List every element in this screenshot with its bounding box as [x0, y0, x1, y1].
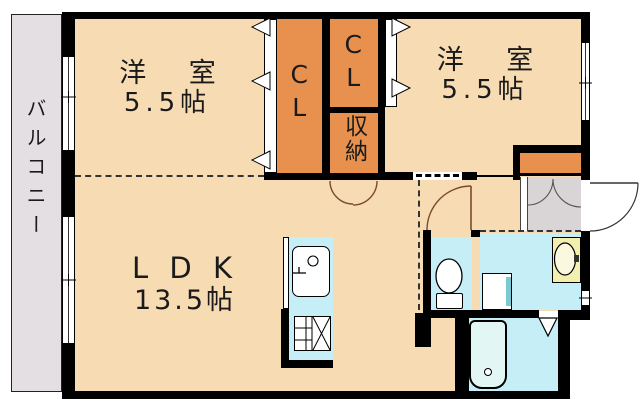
entrance-inner-door-panel	[520, 177, 528, 231]
bedroom2-size: 5.5帖	[441, 75, 529, 106]
entrance-area	[528, 177, 581, 231]
folding-door-icon	[391, 17, 412, 37]
dash-washroom-top	[480, 230, 581, 232]
balcony-label: バルコニー	[23, 98, 47, 243]
sink-faucet-icon	[293, 267, 306, 274]
wall-below-closet	[264, 173, 330, 180]
dash-bedroom1-ldk	[75, 175, 264, 177]
basin-faucet-icon	[574, 255, 579, 262]
storage-area	[330, 113, 378, 173]
wall-bedroom2-bottom	[513, 145, 590, 153]
wall-toilet-left	[423, 230, 431, 317]
wall-entrance-left	[513, 148, 520, 180]
wall-bathroom-right	[558, 318, 570, 399]
bathtub-icon	[469, 320, 507, 389]
wall-right	[581, 12, 590, 320]
wall-hall-b	[462, 172, 477, 180]
storage-door-arc	[329, 180, 354, 205]
toilet-icon	[435, 258, 463, 294]
folding-door-icon	[391, 78, 412, 98]
wall-kitchen	[281, 309, 289, 368]
wall-kitchen-bottom	[281, 360, 333, 368]
wall-closet-right	[378, 19, 385, 180]
bedroom2-label: 洋 室 5.5帖	[400, 45, 570, 106]
entry-swing-arc	[527, 178, 554, 206]
bedroom2-sliding-door	[413, 172, 462, 180]
wall-bathroom-left	[455, 313, 469, 399]
wall-bottom	[62, 391, 570, 399]
wall-below-toilet	[415, 313, 431, 347]
kitchen-sink-icon	[292, 246, 330, 297]
folding-door-icon	[250, 71, 271, 91]
wall-closet-divider	[322, 19, 330, 180]
wall-storage-bottom	[330, 173, 385, 180]
washing-machine-stripe	[506, 277, 511, 306]
wall-bath-door-side	[513, 310, 539, 318]
bathtub-drain-icon	[484, 368, 492, 376]
wall-toilet-stub	[471, 230, 480, 237]
bedroom2-name: 洋 室	[436, 45, 534, 76]
ldk-label: L D K 13.5帖	[95, 251, 275, 317]
closet-left-label: CL	[284, 60, 314, 126]
folding-door-icon	[250, 17, 271, 37]
toilet-door-arc	[426, 185, 472, 231]
wash-basin-bowl	[553, 242, 577, 276]
bedroom1-label: 洋 室 5.5帖	[85, 58, 250, 119]
closet-right-label: CL	[338, 30, 368, 96]
sink-drain-icon	[307, 255, 319, 267]
kitchen-counter-edge	[283, 237, 289, 309]
storage-door-arc	[352, 180, 378, 206]
wall-hall-a	[378, 172, 413, 180]
ldk-name: L D K	[132, 251, 238, 285]
folding-door-icon	[250, 150, 271, 170]
building-notch	[570, 320, 590, 399]
entry-swing-arc	[552, 178, 582, 208]
closet-left-area	[277, 19, 322, 173]
bathroom-door-gap	[539, 311, 558, 318]
bath-folding-door-icon	[538, 317, 558, 338]
storage-label: 収納	[340, 114, 367, 164]
balcony-area	[11, 14, 62, 392]
wall-top	[62, 12, 590, 19]
wall-washroom-bottom-right	[558, 310, 590, 320]
wall-bedroom2-hall-thin	[477, 175, 516, 177]
bedroom1-name: 洋 室	[119, 58, 216, 89]
bedroom1-size: 5.5帖	[123, 88, 212, 119]
window-tick	[61, 77, 592, 299]
entrance-door-arc	[589, 182, 639, 232]
closet-right-area	[330, 19, 378, 107]
stove-grid	[294, 316, 331, 351]
entrance-door-opening	[581, 180, 590, 231]
sliding-door-dashes	[416, 174, 459, 177]
wall-closet-storage	[330, 107, 385, 113]
dash-ldk-hall	[418, 180, 420, 310]
ldk-size: 13.5帖	[133, 285, 237, 317]
